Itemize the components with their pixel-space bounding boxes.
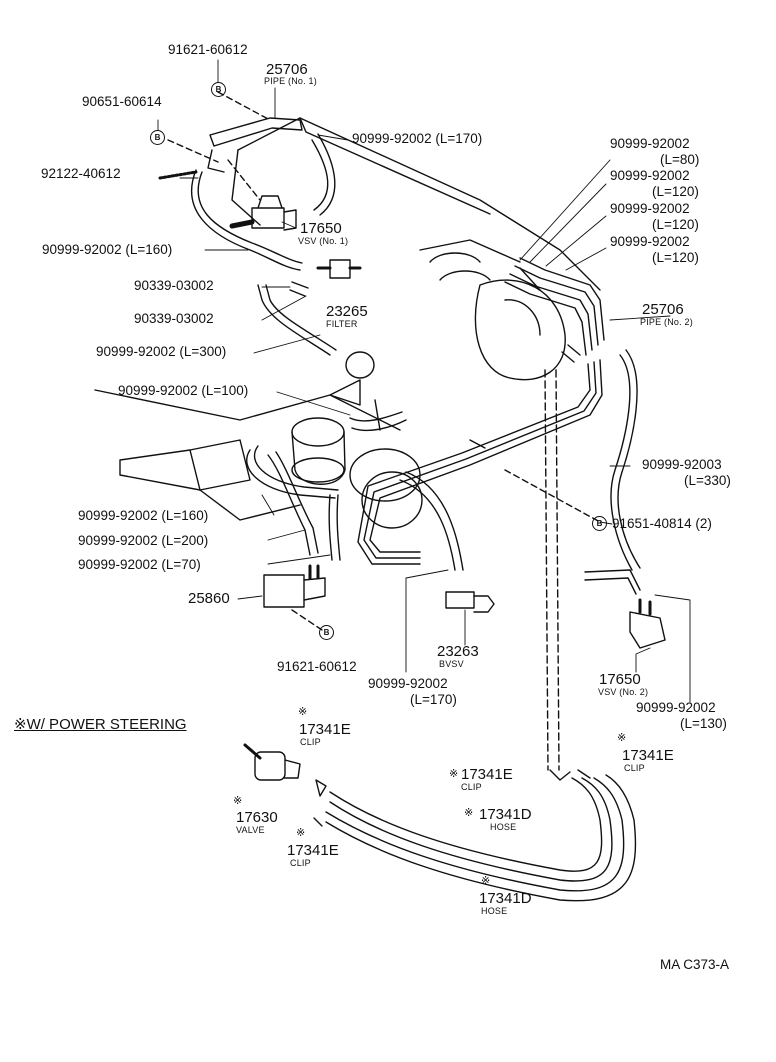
part-length-l120: (L=120): [652, 217, 699, 232]
part-sub-hose: HOSE: [481, 906, 508, 916]
star-marker-icon: ※: [296, 827, 306, 839]
part-sub-clip: CLIP: [300, 737, 321, 747]
part-sub-pipe-no1: PIPE (No. 1): [264, 76, 317, 86]
part-length-l120: (L=120): [652, 250, 699, 265]
part-label-hose-l160: 90999-92002 (L=160): [78, 508, 209, 523]
part-label-hose-l130: 90999-92002: [636, 700, 716, 715]
part-sub-pipe-no2: PIPE (No. 2): [640, 317, 693, 327]
star-marker-icon: ※: [233, 795, 243, 807]
pipe-no1: [158, 91, 303, 201]
part-label-17341e: 17341E: [622, 747, 674, 764]
power-steering-hoses: [243, 743, 637, 902]
part-label-hose-l70: 90999-92002 (L=70): [78, 557, 201, 572]
star-marker-icon: ※: [298, 706, 308, 718]
part-label-90339-03002: 90339-03002: [134, 311, 214, 326]
part-label-hose-l100: 90999-92002 (L=100): [118, 383, 249, 398]
part-label-17650: 17650: [599, 671, 641, 688]
part-sub-valve: VALVE: [236, 825, 265, 835]
star-marker-icon: ※: [617, 732, 627, 744]
section-title-power-steering: ※W/ POWER STEERING: [14, 716, 187, 733]
part-label-17341d: 17341D: [479, 806, 532, 823]
part-label-hose-l120: 90999-92002: [610, 201, 690, 216]
part-sub-hose: HOSE: [490, 822, 517, 832]
part-label-91621-60612: 91621-60612: [168, 42, 248, 57]
part-label-25706: 25706: [266, 61, 308, 78]
part-length-l170: (L=170): [410, 692, 457, 707]
part-length-l120: (L=120): [652, 184, 699, 199]
part-label-23265: 23265: [326, 303, 368, 320]
bolt-marker-icon: B: [592, 516, 607, 531]
vsv-no1-part: [229, 195, 297, 231]
part-length-l330: (L=330): [684, 473, 731, 488]
part-label-90999-92003: 90999-92003: [642, 457, 722, 472]
part-label-hose-l300: 90999-92002 (L=300): [96, 344, 227, 359]
pipe-no2-bundle: [357, 257, 605, 565]
part-label-17341e: 17341E: [461, 766, 513, 783]
part-sub-vsv-no1: VSV (No. 1): [298, 236, 349, 246]
part-label-90651-60614: 90651-60614: [82, 94, 162, 109]
part-label-25706: 25706: [642, 301, 684, 318]
hoses-right-side: [504, 349, 641, 771]
part-label-17341e: 17341E: [287, 842, 339, 859]
diagram-code: MA C373-A: [660, 957, 730, 972]
part-label-17650: 17650: [300, 220, 342, 237]
part-label-25860: 25860: [188, 590, 230, 607]
part-sub-clip: CLIP: [624, 763, 645, 773]
hoses-lower-left: [246, 445, 341, 561]
bolt-marker-icon: B: [319, 625, 334, 640]
part-label-hose-l120: 90999-92002: [610, 168, 690, 183]
hoses-upper-left: [190, 133, 407, 432]
part-label-17630: 17630: [236, 809, 278, 826]
part-label-hose-l120: 90999-92002: [610, 234, 690, 249]
part-label-23263: 23263: [437, 643, 479, 660]
part-label-90339-03002: 90339-03002: [134, 278, 214, 293]
part-label-91621-60612: 91621-60612: [277, 659, 357, 674]
star-marker-icon: ※: [449, 768, 459, 780]
bolt-marker-icon: B: [211, 82, 226, 97]
part-label-91651-40814: 91651-40814 (2): [612, 516, 712, 531]
part-label-hose-l200: 90999-92002 (L=200): [78, 533, 209, 548]
part-label-17341d: 17341D: [479, 890, 532, 907]
part-sub-clip: CLIP: [461, 782, 482, 792]
star-marker-icon: ※: [481, 875, 491, 887]
part-length-l130: (L=130): [680, 716, 727, 731]
vsv-no2-part: [629, 598, 666, 649]
star-marker-icon: ※: [464, 807, 474, 819]
part-label-hose-l160: 90999-92002 (L=160): [42, 242, 173, 257]
part-label-17341e: 17341E: [299, 721, 351, 738]
part-sub-clip: CLIP: [290, 858, 311, 868]
part-label-hose-l170: 90999-92002 (L=170): [352, 131, 483, 146]
part-sub-filter: FILTER: [326, 319, 358, 329]
part-sub-bvsv: BVSV: [439, 659, 464, 669]
part-sub-vsv-no2: VSV (No. 2): [598, 687, 649, 697]
hose-to-bvsv: [399, 471, 495, 613]
part-label-92122-40612: 92122-40612: [41, 166, 121, 181]
leader-lines: [157, 59, 691, 703]
part-label-hose-l170: 90999-92002: [368, 676, 448, 691]
part-length-l80: (L=80): [660, 152, 700, 167]
intake-chamber: [291, 279, 566, 529]
bolt-marker-icon: B: [150, 130, 165, 145]
filter-part: [316, 259, 362, 279]
vsv-25860-part: [263, 564, 326, 631]
part-label-hose-l80: 90999-92002: [610, 136, 690, 151]
engine-block-outline: [94, 117, 601, 521]
